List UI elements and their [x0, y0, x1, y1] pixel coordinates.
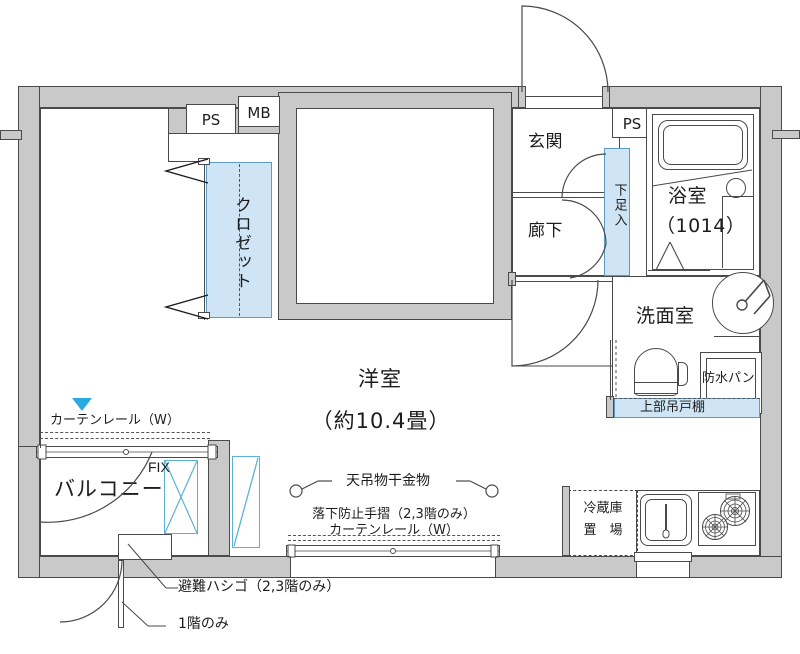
- room-curtain-rail-label: カーテンレール（W）: [329, 523, 459, 538]
- room-curtain-rail-dash-1: [288, 535, 500, 536]
- closet-edge-top: [168, 161, 206, 162]
- first-floor-door-leaf: [118, 560, 124, 628]
- closet-folding-door-arrow-bottom: [163, 294, 209, 320]
- kitchen-window-sash: [634, 552, 692, 562]
- room-ceiling-line-left: [40, 108, 168, 109]
- first-floor-only-leader: [121, 601, 166, 627]
- shoe-cabinet-area: [604, 148, 630, 276]
- entrance-jamb-right: [602, 86, 610, 108]
- escape-ladder-hatch: [118, 534, 172, 560]
- waterproof-pan-label: 防水パン: [702, 371, 755, 386]
- stove-burner-rings: [702, 493, 750, 540]
- kitchen-faucet: [662, 504, 670, 539]
- genkan-door-swing: [561, 153, 607, 199]
- ps-right-label: PS: [622, 115, 642, 133]
- kitchen-floor-line: [496, 556, 566, 557]
- genkan-corridor-divider-2: [512, 197, 620, 198]
- genkan-corridor-divider: [512, 192, 620, 193]
- kitchen-side-wall: [562, 486, 570, 556]
- fall-prevention-rail-label: 落下防止手摺（2,3階のみ）: [312, 507, 476, 522]
- room-window-sash-detail: [286, 544, 500, 558]
- escape-ladder-leader: [127, 543, 178, 589]
- fridge-space-label-2: 置 場: [583, 523, 623, 538]
- escape-ladder-label: 避難ハシゴ（2,3階のみ）: [178, 579, 341, 595]
- ps-right-box: PS: [612, 108, 652, 138]
- ceiling-laundry-hanger-marks: [289, 480, 499, 498]
- exterior-wall-right: [760, 86, 782, 578]
- mb-sill: [238, 126, 280, 134]
- closet-edge-left: [168, 134, 169, 162]
- main-room-size-label: （約10.4畳）: [311, 409, 451, 433]
- closet-label: クロゼット: [231, 196, 252, 291]
- balcony-curtain-rail-label: カーテンレール（W）: [50, 413, 180, 428]
- genkan-label: 玄関: [528, 132, 563, 152]
- balcony-wall-left: [18, 446, 40, 578]
- ceiling-laundry-hanger-label: 天吊物干金物: [346, 473, 430, 489]
- toilet-paper-holder: [678, 362, 688, 386]
- bathroom-basin-bowl: [726, 178, 746, 198]
- closet-front-line: [204, 160, 205, 320]
- ps-left-label: PS: [201, 111, 221, 129]
- upper-cabinet-dash: [614, 398, 760, 399]
- closet-center-dash: [239, 164, 240, 316]
- bathroom-partition: [722, 196, 723, 268]
- fix-window-cross: [164, 460, 198, 534]
- toilet-tank: [634, 382, 678, 394]
- washroom-door-swing: [615, 340, 617, 408]
- kitchen-counter-left-edge: [636, 490, 637, 556]
- bathroom-vanity-divider: [651, 169, 753, 187]
- balcony-curtain-rail-dash-1: [40, 432, 210, 433]
- bathroom-door-fold: [655, 241, 685, 271]
- room-window-opening: [290, 556, 496, 578]
- balcony-partition-wall: [208, 440, 230, 556]
- ps-left-box: PS: [186, 104, 236, 134]
- curtain-rail-marker-triangle: [72, 398, 92, 411]
- room-side-window-diagonal: [233, 457, 259, 547]
- upper-cabinet-label: 上部吊戸棚: [640, 400, 706, 415]
- structural-column-void: [296, 108, 494, 304]
- fix-window-label: FIX: [148, 459, 170, 475]
- fridge-space-label-1: 冷蔵庫: [583, 501, 623, 516]
- room-wall-line-left: [40, 108, 41, 448]
- bathroom-label: 浴室: [668, 185, 708, 207]
- balcony-door-swing: [39, 451, 153, 523]
- washroom-left-edge: [610, 340, 611, 400]
- balcony-label: バルコニー: [54, 477, 164, 501]
- entrance-door-swing: [521, 5, 609, 93]
- entrance-threshold-line: [522, 96, 606, 97]
- balcony-sash-detail: [36, 444, 218, 460]
- exterior-stub-left: [0, 130, 22, 140]
- first-floor-only-label: 1階のみ: [178, 616, 229, 632]
- room-door-header-2: [512, 281, 620, 282]
- mb-label: MB: [247, 104, 271, 122]
- room-door-header: [512, 276, 620, 277]
- room-floor-line-bottom: [230, 556, 290, 557]
- closet-folding-door-arrow-top: [163, 158, 209, 184]
- room-curtain-rail-dash-2: [288, 540, 500, 541]
- washroom-label: 洗面室: [636, 305, 695, 327]
- washbasin-faucet: [736, 279, 771, 315]
- room-side-window: [232, 456, 260, 548]
- washbasin-counter-line: [714, 336, 760, 337]
- corridor-label: 廊下: [528, 221, 563, 241]
- bathroom-exterior-vent: [772, 130, 800, 139]
- room-door-swing: [511, 279, 618, 367]
- fix-window: [164, 460, 198, 534]
- first-floor-door-swing: [59, 559, 123, 623]
- corridor-door-swing: [561, 199, 607, 245]
- bathroom-door-sill: [648, 270, 710, 271]
- shoe-cabinet-label: 下足入: [611, 183, 627, 228]
- balcony-curtain-rail-dash-2: [40, 438, 210, 439]
- main-room-label: 洋室: [358, 367, 402, 391]
- bathtub-inner: [663, 125, 743, 165]
- bathroom-size-label: （1014）: [656, 215, 746, 237]
- corridor-door-swing-lower: [569, 243, 607, 279]
- bathroom-shelf: [722, 196, 754, 197]
- entrance-door-opening: [522, 86, 606, 108]
